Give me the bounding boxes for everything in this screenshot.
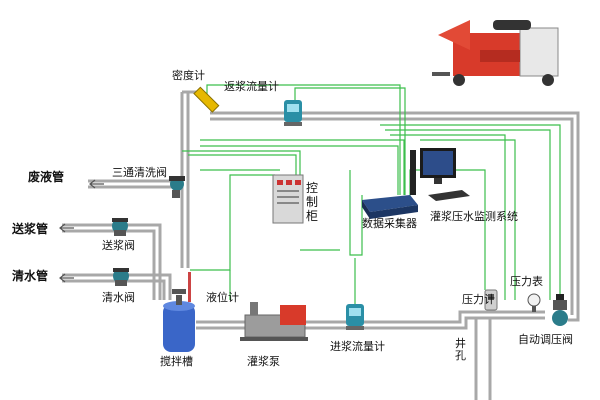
waste-pipe-label: 废液管 <box>28 170 65 184</box>
return-flow-meter-label: 返浆流量计 <box>224 80 279 93</box>
data-collector-icon <box>362 195 418 219</box>
grout-pump-label: 灌浆泵 <box>247 355 280 368</box>
pipe-network <box>62 90 580 400</box>
grout-valve-icon <box>112 218 128 236</box>
pressure-gauge-label: 压力表 <box>510 275 543 288</box>
three-way-valve-label: 三通清洗阀 <box>112 166 167 179</box>
pressure-meter-icon <box>484 289 498 311</box>
data-collector-label: 数据采集器 <box>362 217 417 230</box>
control-cabinet-icon <box>272 174 304 224</box>
grout-valve-label: 送浆阀 <box>102 239 135 252</box>
three-way-valve-icon <box>169 176 185 198</box>
density-meter-icon <box>193 86 220 113</box>
water-valve-label: 清水阀 <box>102 291 135 304</box>
grout-pipe-label: 送浆管 <box>12 222 49 236</box>
mixing-tank-label: 搅拌槽 <box>160 355 193 368</box>
pressure-meter-label: 压力计 <box>462 293 495 306</box>
level-meter-icon <box>188 272 191 302</box>
pressure-gauge-icon <box>527 293 541 312</box>
auto-pressure-valve-icon <box>552 294 568 326</box>
computer-icon <box>410 148 470 201</box>
control-cabinet-label: 控制柜 <box>306 181 319 223</box>
auto-pressure-valve-label: 自动调压阀 <box>518 333 573 346</box>
signal-network <box>182 84 561 310</box>
mixing-tank-icon <box>163 289 195 352</box>
return-flow-meter-icon <box>284 100 302 126</box>
level-meter-label: 液位计 <box>206 291 239 304</box>
water-pipe-label: 清水管 <box>12 269 49 283</box>
flow-arrow-icon <box>59 179 104 283</box>
inlet-flow-meter-icon <box>346 304 364 330</box>
well-hole-label: 井孔 <box>455 337 466 362</box>
grout-pump-icon <box>240 302 308 341</box>
water-valve-icon <box>113 268 129 286</box>
inlet-flow-meter-label: 进浆流量计 <box>330 340 385 353</box>
grouting-truck-icon <box>432 20 559 86</box>
density-meter-label: 密度计 <box>172 69 205 82</box>
monitor-system-label: 灌浆压水监测系统 <box>430 210 518 223</box>
